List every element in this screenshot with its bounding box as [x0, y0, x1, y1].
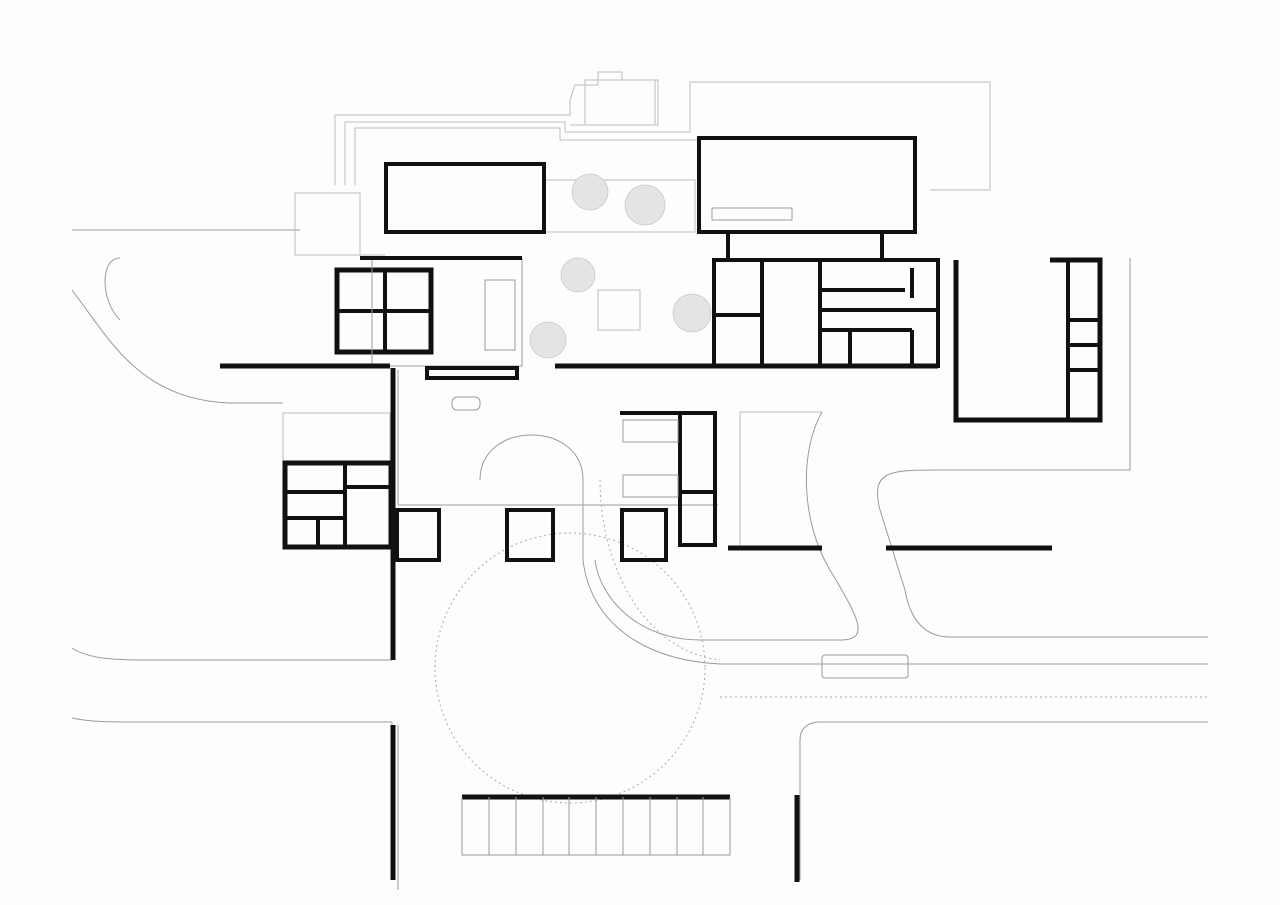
- car: [451, 396, 481, 411]
- terraces: [282, 71, 991, 462]
- pavilion-2: [505, 508, 555, 562]
- vehicles: [451, 396, 909, 679]
- restaurant-hall-left: [384, 162, 546, 234]
- restaurant-hall-right: [697, 136, 917, 234]
- parking-bays: [461, 797, 731, 856]
- trees: [529, 173, 712, 359]
- pavilion-1: [395, 508, 441, 562]
- lower-left-block: [282, 460, 394, 550]
- buildings: [220, 136, 1103, 882]
- bus: [821, 654, 909, 679]
- pavilion-3: [620, 508, 668, 562]
